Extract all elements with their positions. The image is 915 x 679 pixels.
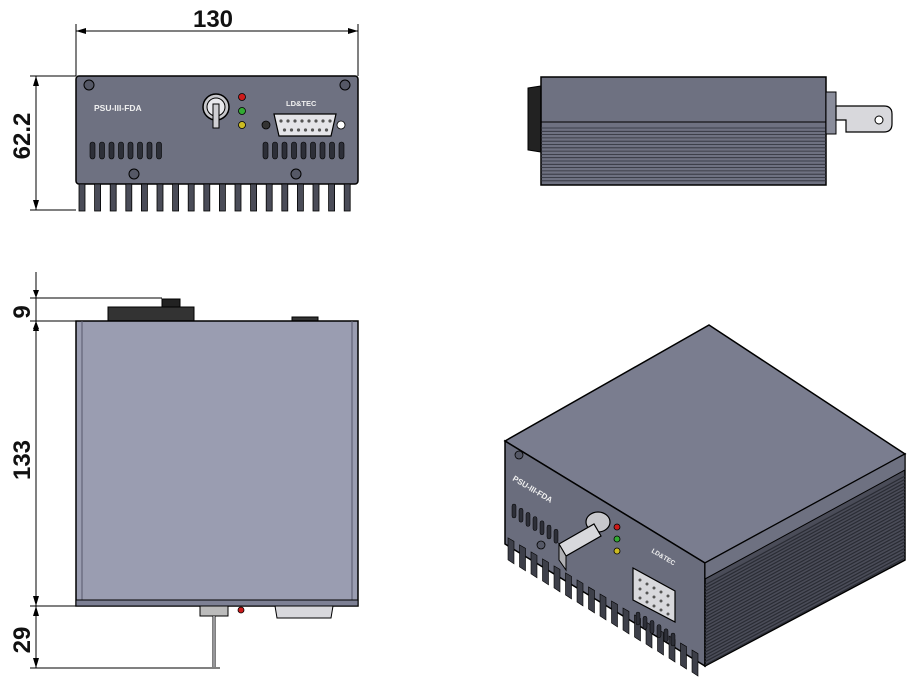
front-heatsink-fins <box>78 183 351 212</box>
isometric-view: PSU-III-FDA LD&TEC <box>503 324 907 677</box>
bottom-protrusion-dimension-label: 29 <box>9 627 36 654</box>
depth-dimension-label: 133 <box>9 440 36 480</box>
top-overhang-dimension-label: 9 <box>9 305 36 318</box>
iso-led-red-icon <box>613 523 621 531</box>
iso-db15-connector-icon <box>632 566 676 623</box>
top-view: 9 133 29 <box>9 272 359 669</box>
front-height-dimension-label: 62.2 <box>9 113 36 160</box>
led-yellow-icon <box>238 121 246 129</box>
width-dimension-label: 130 <box>193 6 233 33</box>
led-green-icon <box>238 107 246 115</box>
front-panel <box>75 75 359 185</box>
model-label: PSU-III-FDA <box>94 103 142 113</box>
key-icon <box>835 105 893 133</box>
top-body <box>75 320 359 607</box>
db15-connector-icon <box>273 113 337 137</box>
side-view <box>527 76 893 186</box>
led-red-icon <box>238 93 246 101</box>
connector-label: LD&TEC <box>286 99 317 108</box>
front-vent-slots <box>89 141 345 160</box>
front-view: 130 62.2 PSU-III-FDA LD&TEC <box>9 6 359 212</box>
iso-led-green-icon <box>613 535 621 543</box>
iso-led-yellow-icon <box>613 547 621 555</box>
